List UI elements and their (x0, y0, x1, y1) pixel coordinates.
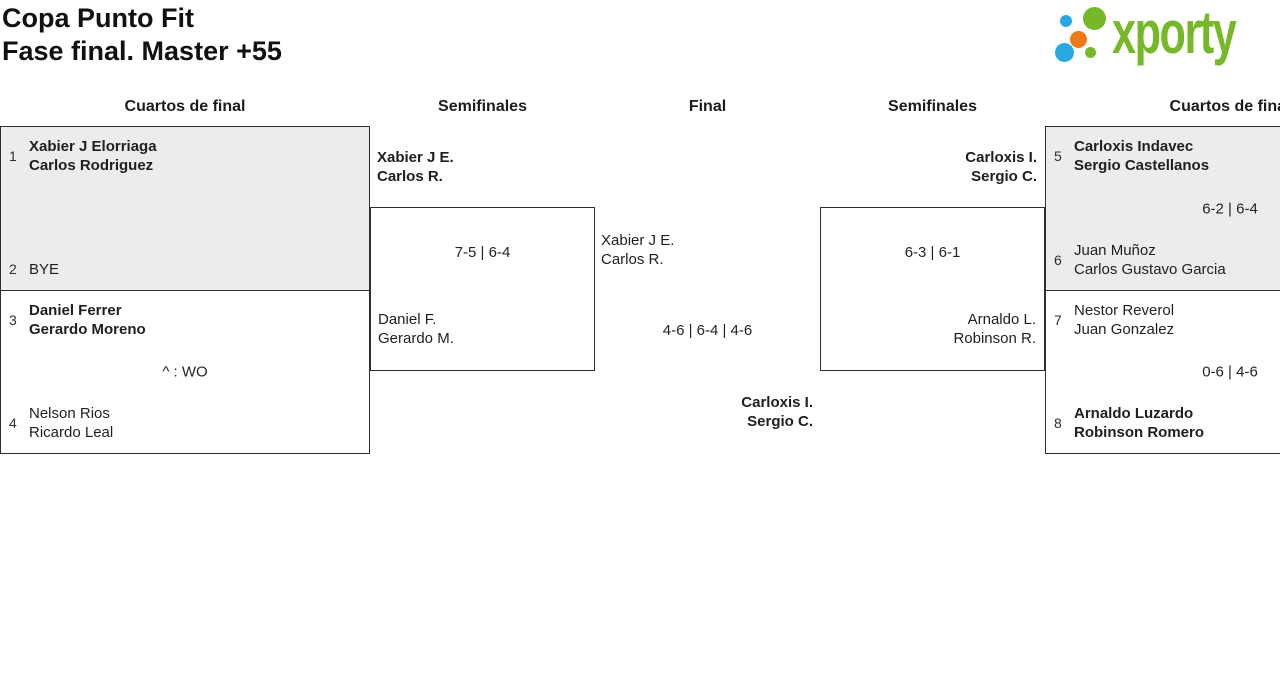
player-name: Xabier J Elorriaga (29, 138, 157, 155)
semifinal-left-loser-team[interactable]: Daniel F. Gerardo M. (378, 310, 454, 348)
player-name: Sergio C. (971, 168, 1037, 185)
semifinal-right-loser-team[interactable]: Arnaldo L. Robinson R. (953, 310, 1036, 348)
player-name: Arnaldo Luzardo (1074, 405, 1194, 422)
phase-name: Fase final. Master +55 (2, 36, 282, 66)
player-name: BYE (29, 261, 60, 278)
player-name: Carloxis I. (741, 394, 813, 411)
player-name: Gerardo M. (378, 330, 454, 347)
team-seed-4[interactable]: 4 Nelson Rios Ricardo Leal (9, 404, 361, 442)
match-box-qf-2: 3 Daniel Ferrer Gerardo Moreno 4 Nelson … (0, 290, 370, 454)
round-label-semifinals-left: Semifinales (438, 98, 527, 115)
final-match-score: 4-6 | 6-4 | 4-6 (662, 322, 753, 339)
player-name: Robinson Romero (1074, 424, 1204, 441)
logo-dot-icon (1070, 31, 1087, 48)
match-score: 7-5 | 6-4 (454, 244, 511, 261)
round-label-final: Final (688, 98, 727, 115)
team-seed-1[interactable]: 1 Xabier J Elorriaga Carlos Rodriguez (9, 137, 361, 175)
seed-number: 4 (9, 414, 17, 431)
player-name: Xabier J E. (377, 149, 454, 166)
team-seed-6[interactable]: 6 Juan Muñoz Carlos Gustavo Garcia (1054, 241, 1280, 279)
match-box-semifinal-right: 6-3 | 6-1 Arnaldo L. Robinson R. (820, 207, 1045, 371)
match-box-qf-3: 5 Carloxis Indavec Sergio Castellanos 6 … (1045, 126, 1280, 291)
final-winner-team[interactable]: Carloxis I. Sergio C. (595, 393, 813, 431)
seed-number: 6 (1054, 251, 1062, 268)
finalist-team-left[interactable]: Xabier J E. Carlos R. (601, 231, 674, 269)
seed-number: 3 (9, 311, 17, 328)
logo-wordmark: xporty (1112, 0, 1237, 66)
team-seed-7[interactable]: 7 Nestor Reverol Juan Gonzalez (1054, 301, 1280, 339)
seed-number: 7 (1054, 311, 1062, 328)
player-name: Carlos R. (601, 251, 664, 268)
team-seed-3[interactable]: 3 Daniel Ferrer Gerardo Moreno (9, 301, 361, 339)
player-name: Carlos Gustavo Garcia (1074, 261, 1226, 278)
logo-dot-icon (1060, 15, 1072, 27)
match-box-qf-4: 7 Nestor Reverol Juan Gonzalez 8 Arnaldo… (1045, 290, 1280, 454)
round-label-quarterfinals-left: Cuartos de final (124, 98, 246, 115)
tournament-name: Copa Punto Fit (2, 3, 194, 33)
player-name: Sergio Castellanos (1074, 157, 1210, 174)
player-name: Juan Muñoz (1074, 242, 1156, 259)
xporty-logo[interactable]: xporty (1050, 0, 1280, 75)
player-name: Robinson R. (953, 330, 1036, 347)
semifinal-left-winner-team[interactable]: Xabier J E. Carlos R. (377, 148, 454, 186)
player-name: Nelson Rios (29, 405, 110, 422)
player-name: Xabier J E. (601, 232, 675, 249)
match-score-walkover: ^ : WO (162, 363, 208, 381)
player-name: Ricardo Leal (29, 424, 114, 441)
semifinal-right-winner-team[interactable]: Carloxis I. Sergio C. (820, 148, 1037, 186)
seed-number: 2 (9, 261, 17, 277)
player-name: Daniel Ferrer (29, 302, 122, 319)
team-seed-8[interactable]: 8 Arnaldo Luzardo Robinson Romero (1054, 404, 1280, 442)
logo-dot-icon (1083, 7, 1106, 30)
match-score: 6-2 | 6-4 (1202, 200, 1258, 217)
player-name: Gerardo Moreno (29, 321, 146, 338)
player-name: Juan Gonzalez (1074, 321, 1175, 338)
player-name: Sergio C. (747, 413, 813, 430)
logo-dot-icon (1055, 43, 1074, 62)
player-name: Carlos Rodriguez (29, 157, 154, 174)
player-name: Arnaldo L. (967, 311, 1036, 328)
player-name: Nestor Reverol (1074, 302, 1175, 319)
team-seed-5[interactable]: 5 Carloxis Indavec Sergio Castellanos (1054, 137, 1280, 175)
match-box-semifinal-left: 7-5 | 6-4 Daniel F. Gerardo M. (370, 207, 595, 371)
match-box-qf-1: 1 Xabier J Elorriaga Carlos Rodriguez 2 … (0, 126, 370, 291)
seed-number: 5 (1054, 147, 1062, 164)
seed-number: 8 (1054, 414, 1062, 431)
player-name: Carloxis Indavec (1074, 138, 1194, 155)
player-name: Carlos R. (377, 168, 443, 185)
match-score: 6-3 | 6-1 (904, 244, 961, 261)
team-seed-2[interactable]: 2 BYE (9, 260, 361, 279)
round-label-quarterfinals-right: Cuartos de final (1169, 98, 1280, 115)
round-label-semifinals-right: Semifinales (888, 98, 977, 115)
match-score: 0-6 | 4-6 (1202, 363, 1258, 381)
page-title: Copa Punto Fit Fase final. Master +55 (2, 2, 282, 68)
player-name: Carloxis I. (965, 149, 1037, 166)
player-name: Daniel F. (378, 311, 437, 328)
seed-number: 1 (9, 147, 17, 164)
logo-dot-icon (1085, 47, 1096, 58)
